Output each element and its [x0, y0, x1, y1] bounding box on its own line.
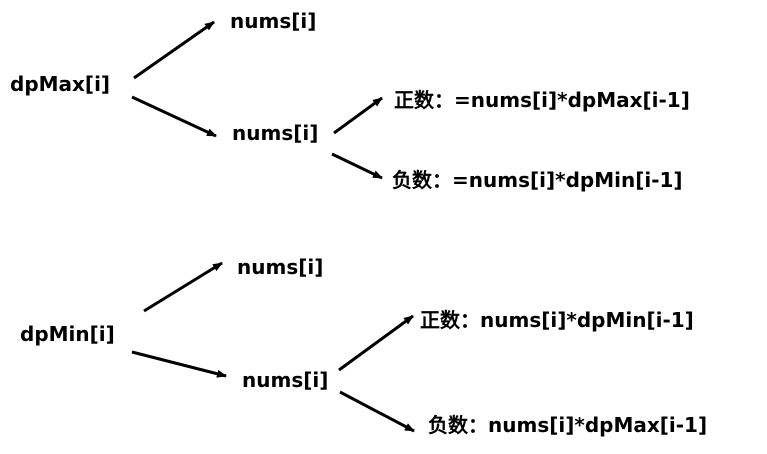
bottom-branch-a-label: nums[i]	[237, 255, 324, 279]
bottom-root-label: dpMin[i]	[20, 322, 115, 346]
arrow-top-root-to-a	[133, 20, 215, 80]
top-leaf-negative-label: 负数：=nums[i]*dpMin[i-1]	[392, 168, 683, 192]
arrow-top-b-to-neg	[331, 152, 383, 180]
top-branch-b-label: nums[i]	[232, 121, 319, 145]
top-root-label: dpMax[i]	[10, 72, 111, 96]
bottom-leaf-positive-label: 正数：nums[i]*dpMin[i-1]	[420, 308, 694, 332]
arrow-bottom-root-to-b	[131, 350, 227, 378]
bottom-branch-b-label: nums[i]	[242, 368, 329, 392]
arrow-bottom-b-to-pos	[338, 314, 414, 372]
arrow-top-root-to-b	[131, 95, 217, 138]
top-branch-a-label: nums[i]	[230, 9, 317, 33]
arrow-bottom-root-to-a	[143, 261, 223, 313]
arrow-bottom-b-to-neg	[339, 390, 415, 433]
bottom-leaf-negative-label: 负数：nums[i]*dpMax[i-1]	[428, 413, 708, 437]
top-leaf-positive-label: 正数：=nums[i]*dpMax[i-1]	[394, 88, 690, 112]
arrow-top-b-to-pos	[333, 96, 383, 135]
